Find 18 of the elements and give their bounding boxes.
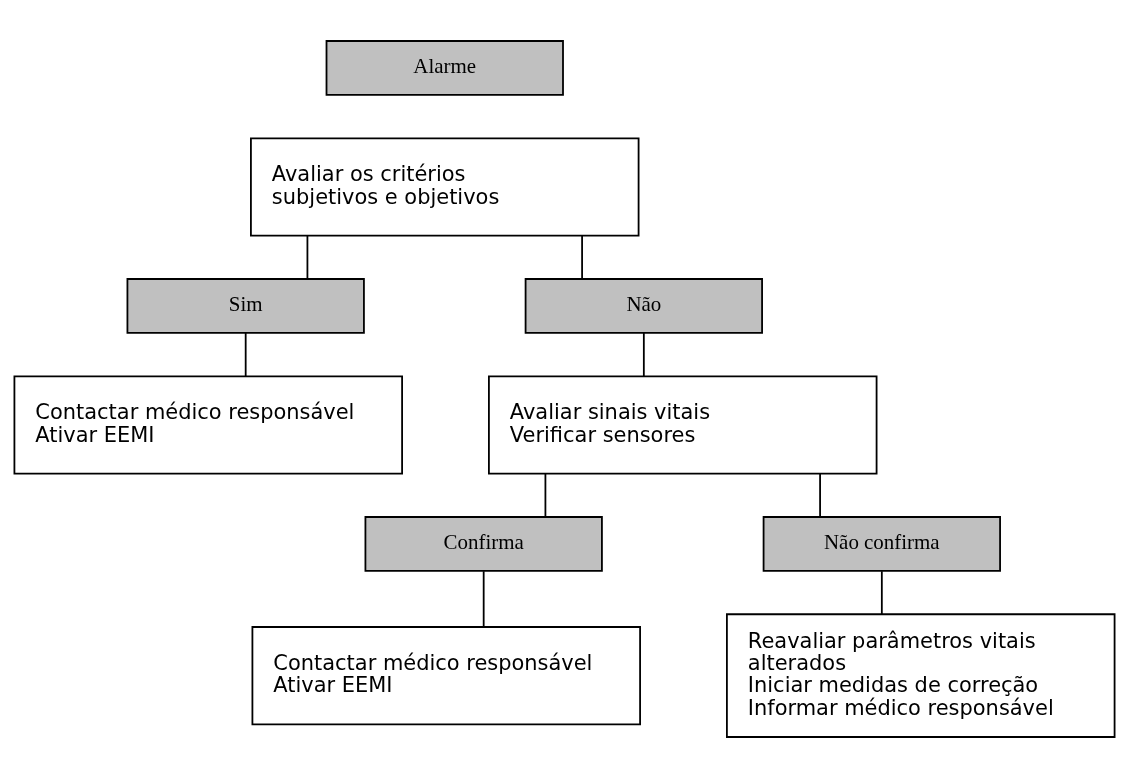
- connector: [581, 235, 583, 280]
- connector: [244, 332, 247, 377]
- node-box: Avaliar os critérios subjetivos e objetivos: [250, 137, 640, 237]
- node-box: Avaliar sinais vitais Verificar sensores: [488, 375, 878, 475]
- node-box: Reavaliar parâmetros vitais alterados Iniciar medidas de correção Informar médico responsável: [726, 613, 1116, 738]
- node-box: Contactar médico responsável Ativar EEMI: [251, 626, 641, 726]
- node-box: Não confirma: [762, 516, 1001, 572]
- connector: [642, 332, 645, 377]
- connector: [482, 570, 485, 628]
- node-box: Sim: [126, 278, 365, 334]
- node-box: Confirma: [364, 516, 603, 572]
- connector: [880, 570, 883, 616]
- connector: [819, 473, 821, 518]
- connector: [306, 235, 309, 280]
- node-box: Não: [524, 278, 763, 334]
- connector: [544, 473, 547, 518]
- node-box: Alarme: [325, 40, 564, 96]
- node-box: Contactar médico responsável Ativar EEMI: [13, 375, 403, 475]
